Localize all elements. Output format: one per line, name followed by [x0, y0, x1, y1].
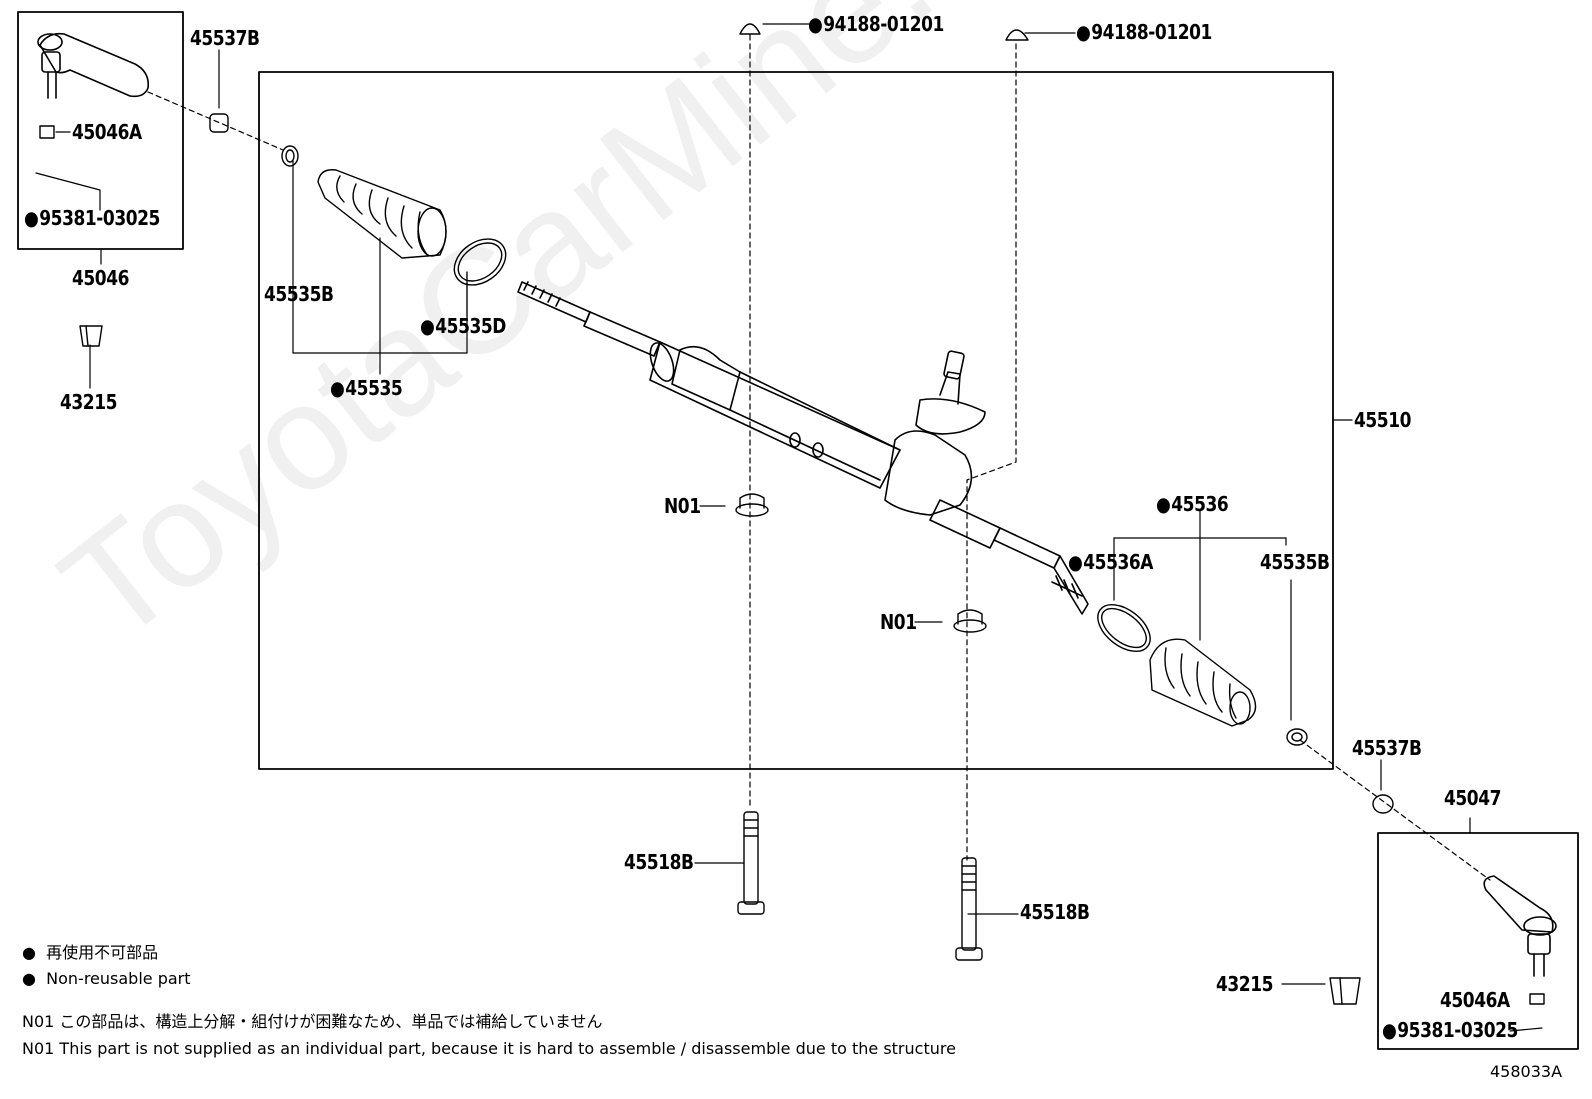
- label-45536A: 45536A: [1068, 552, 1153, 572]
- clamp-45535B-left: [281, 145, 299, 167]
- nut-45046A-left: [39, 125, 55, 139]
- boot-45535-left: [317, 169, 447, 259]
- label-45518B-left: 45518B: [624, 850, 694, 874]
- dashed-axis-lines: [147, 34, 1491, 881]
- bolt-45518B-right: [955, 857, 983, 961]
- label-N01-a: N01: [664, 494, 701, 518]
- label-45535D: 45535D: [420, 316, 506, 336]
- tie-rod-end-left: [37, 32, 150, 99]
- nut-45046A-right: [1529, 993, 1545, 1005]
- clip-45537B-left: [209, 113, 229, 133]
- tie-rod-end-right: [1483, 875, 1557, 977]
- boot-43215-right: [1329, 977, 1361, 1005]
- clamp-45535D: [453, 238, 507, 286]
- clamp-45535B-right: [1286, 728, 1308, 746]
- label-43215-right: 43215: [1216, 972, 1274, 996]
- label-45535B-right: 45535B: [1260, 550, 1330, 574]
- diagram-id: 458033A: [1490, 1062, 1563, 1081]
- label-45535B-left: 45535B: [264, 282, 334, 306]
- cap-94188-right: [1005, 29, 1029, 41]
- label-45536: 45536: [1156, 494, 1228, 514]
- label-45046A-left: 45046A: [72, 120, 142, 144]
- clip-45537B-right: [1372, 794, 1394, 814]
- label-95381-left: 95381-03025: [24, 208, 160, 228]
- legend-dot-icon: ●: [22, 969, 47, 988]
- label-43215-left: 43215: [60, 390, 118, 414]
- cap-94188-left: [739, 23, 761, 35]
- boot-43215-left: [79, 325, 103, 347]
- legend-non-reusable-en: ● Non-reusable part: [22, 969, 191, 988]
- note-n01-en: N01 This part is not supplied as an indi…: [22, 1039, 956, 1058]
- label-45046A-right: 45046A: [1440, 988, 1510, 1012]
- label-N01-b: N01: [880, 610, 917, 634]
- label-45510: 45510: [1354, 408, 1412, 432]
- label-95381-right: 95381-03025: [1382, 1020, 1518, 1040]
- leader-lines: [35, 23, 1543, 1032]
- note-n01-jp: N01 この部品は、構造上分解・組付けが困難なため、単品では補給していません: [22, 1012, 603, 1031]
- label-94188-a: 94188-01201: [808, 14, 944, 34]
- label-45535: 45535: [330, 378, 402, 398]
- bolt-45518B-left: [737, 811, 765, 915]
- boot-45536: [1149, 638, 1257, 727]
- grommet-N01-left: [735, 493, 769, 517]
- label-94188-b: 94188-01201: [1076, 22, 1212, 42]
- label-45537B-left: 45537B: [190, 26, 260, 50]
- legend-dot-icon: ●: [22, 943, 47, 962]
- label-45537B-right: 45537B: [1352, 736, 1422, 760]
- label-45046: 45046: [72, 266, 130, 290]
- clamp-45536A: [1097, 604, 1151, 652]
- assembly-frame: [258, 71, 1334, 770]
- label-45518B-right: 45518B: [1020, 900, 1090, 924]
- grommet-N01-right: [953, 609, 987, 633]
- right-tie-rod-box: [1377, 832, 1579, 1050]
- label-45047: 45047: [1444, 786, 1502, 810]
- legend-non-reusable-jp: ● 再使用不可部品: [22, 943, 159, 962]
- steering-rack-body: [517, 281, 1089, 615]
